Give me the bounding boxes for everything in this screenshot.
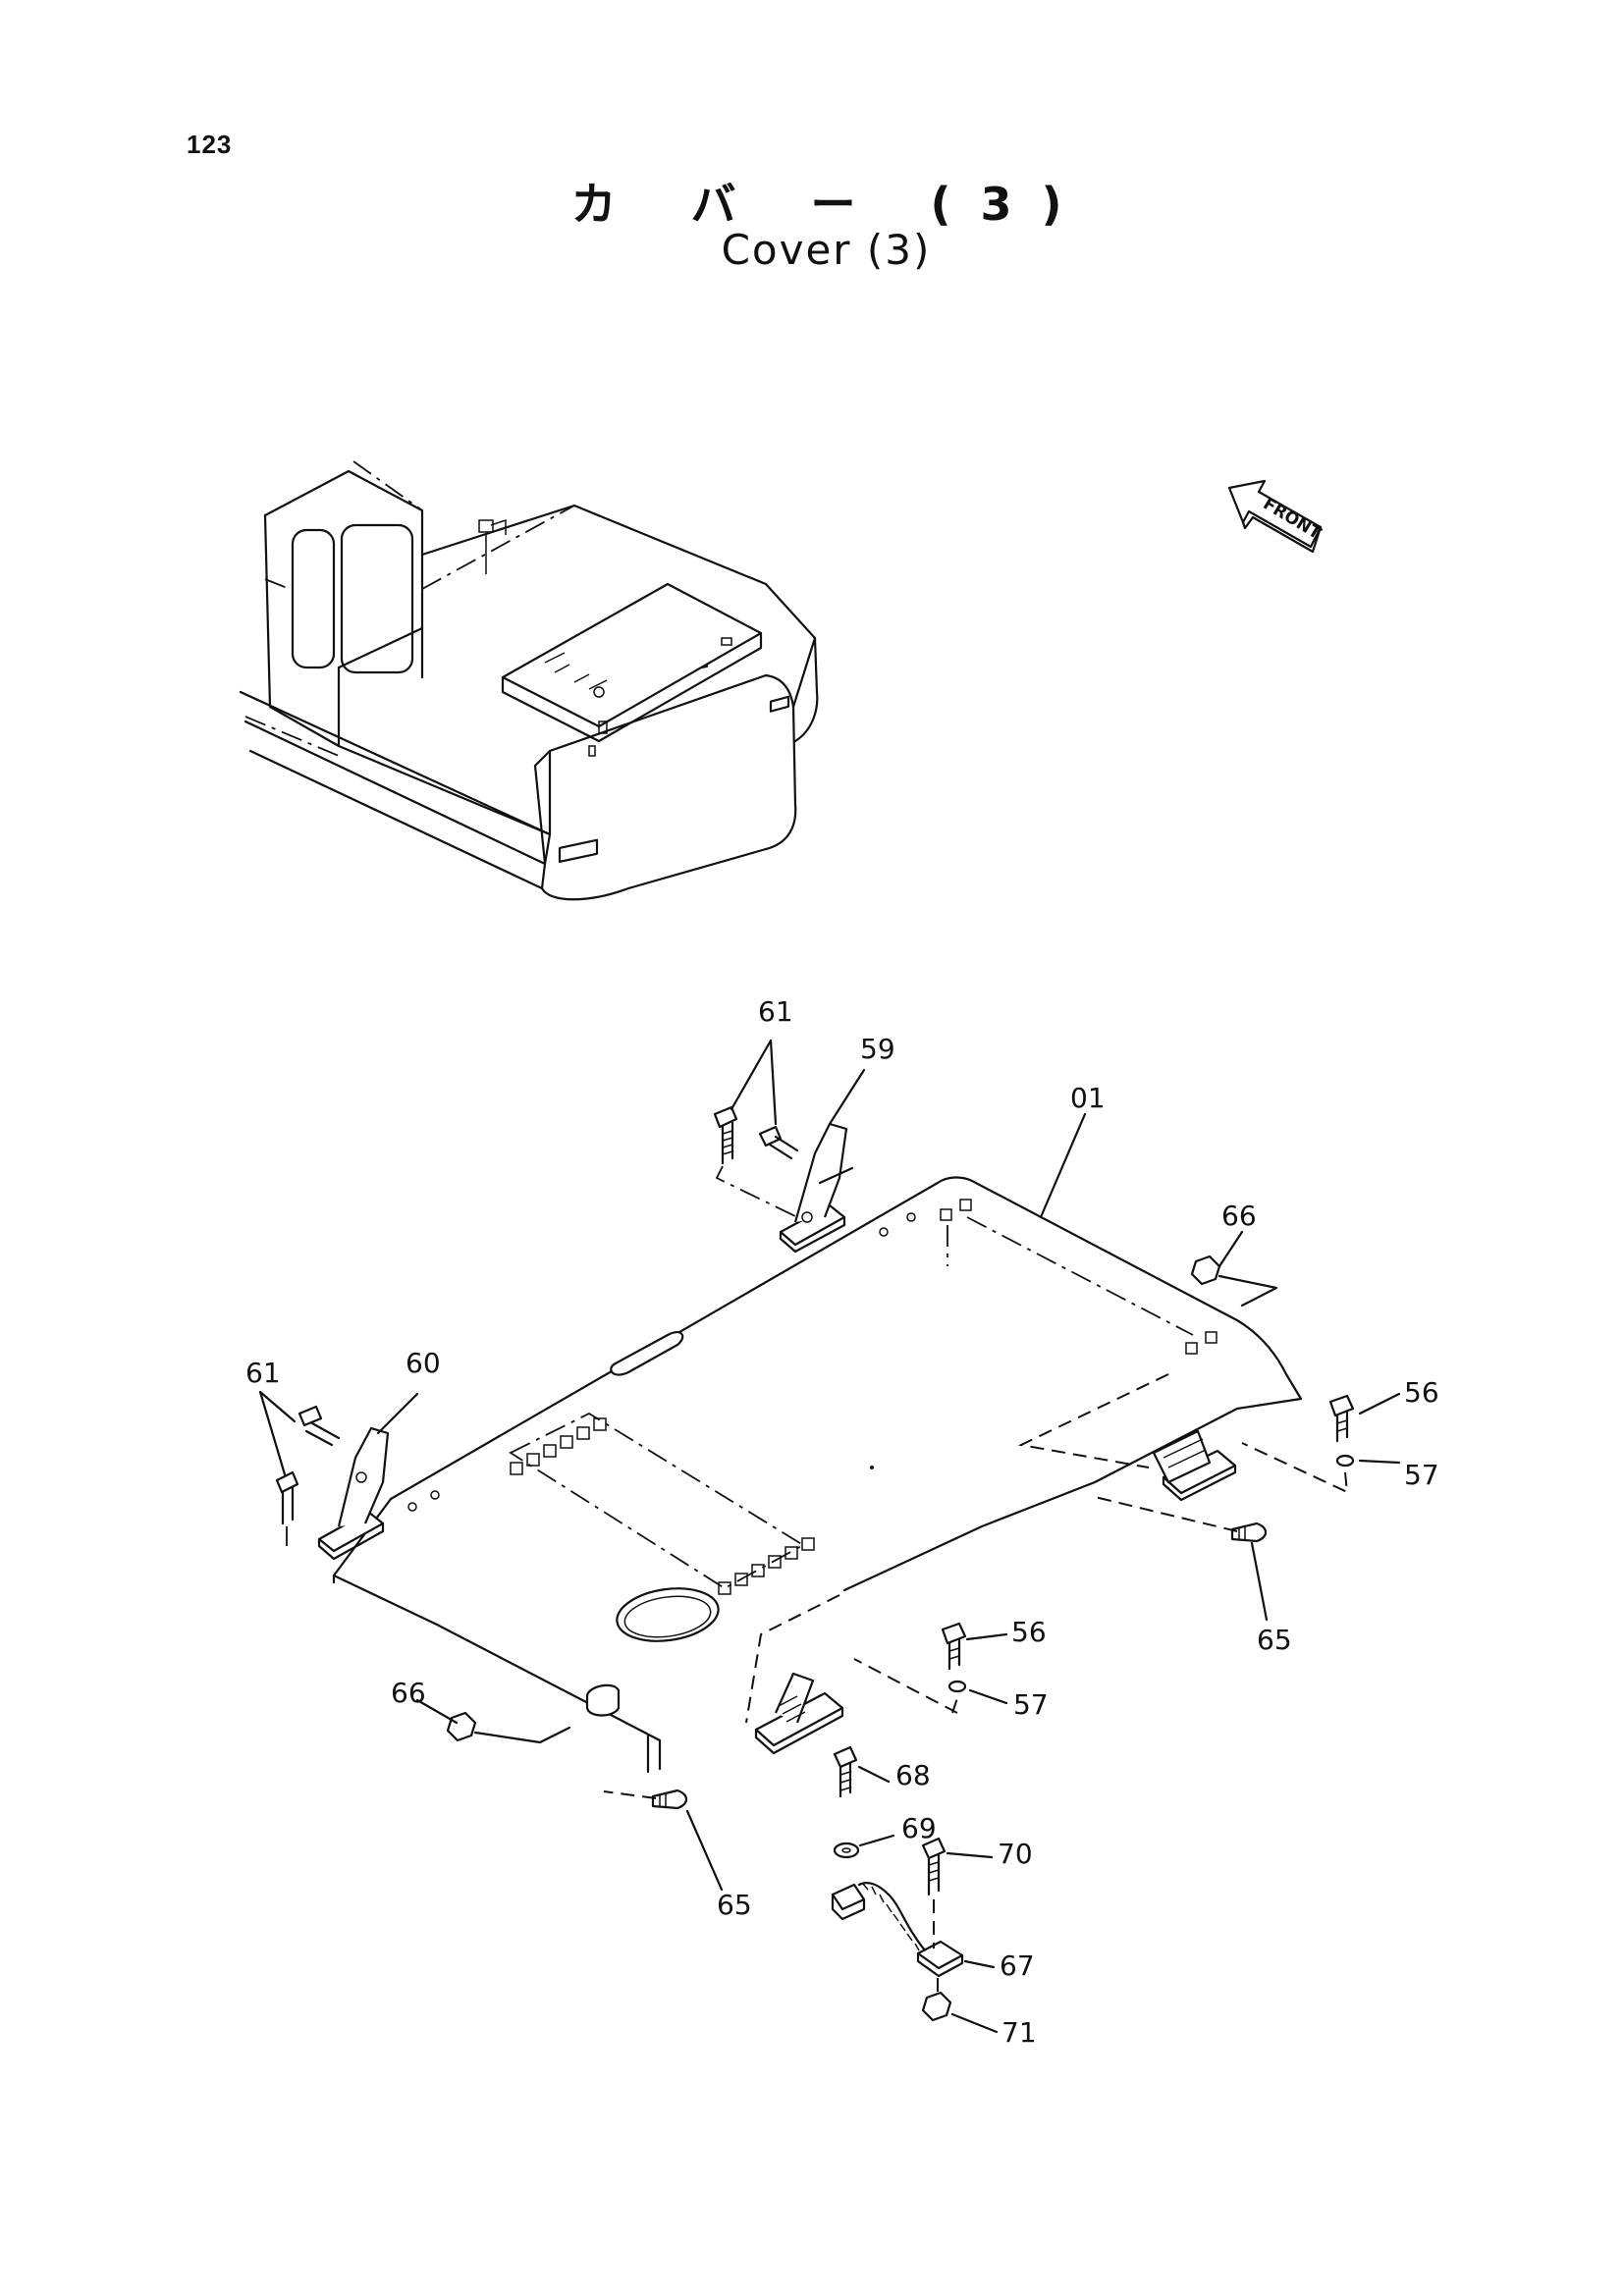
nut-66-right [1190, 1255, 1278, 1308]
title-japanese: カ バ ー (3) [570, 178, 1092, 231]
callout-65-left: 65 [717, 1889, 752, 1921]
callout-60: 60 [406, 1347, 441, 1379]
callout-57-right: 57 [1404, 1459, 1439, 1491]
callout-01: 01 [1070, 1082, 1106, 1114]
front-direction-arrow: FRONT [1227, 479, 1325, 554]
bolts-61-left [275, 1405, 341, 1546]
hinge-front [754, 1672, 844, 1755]
callout-66-left: 66 [391, 1677, 426, 1709]
hinge-right [1152, 1429, 1237, 1502]
callout-57-center: 57 [1013, 1688, 1049, 1721]
callout-69: 69 [901, 1812, 937, 1844]
stay-assembly [831, 1745, 964, 2022]
callout-59: 59 [860, 1033, 895, 1065]
pin-65-left [603, 1789, 688, 1810]
callout-56-center: 56 [1011, 1616, 1047, 1648]
callout-70: 70 [998, 1838, 1033, 1870]
callout-61-top: 61 [758, 995, 793, 1028]
callout-56-right: 56 [1404, 1376, 1439, 1409]
lock-60 [317, 1426, 390, 1561]
callout-61-left: 61 [245, 1357, 281, 1389]
callout-71: 71 [1001, 2016, 1037, 2049]
callout-67: 67 [1000, 1949, 1035, 1982]
callout-68: 68 [895, 1759, 931, 1791]
lock-59 [779, 1122, 854, 1254]
callout-65-right: 65 [1257, 1624, 1292, 1656]
pin-65-right [1094, 1496, 1268, 1543]
bolts-61-top [713, 1105, 799, 1218]
nut-66-left [446, 1711, 571, 1744]
callouts: 61 59 01 66 61 60 56 57 65 56 57 66 68 6… [245, 995, 1439, 2049]
machine-overview [239, 460, 819, 901]
title-english: Cover (3) [721, 226, 932, 274]
leader-lines [258, 1039, 1401, 2034]
bolt-56-center [853, 1622, 967, 1714]
page-number: 123 [187, 130, 233, 159]
bolt-56-right [1241, 1394, 1355, 1494]
callout-66-right: 66 [1221, 1200, 1257, 1232]
cover-panel-01 [332, 1176, 1303, 1774]
